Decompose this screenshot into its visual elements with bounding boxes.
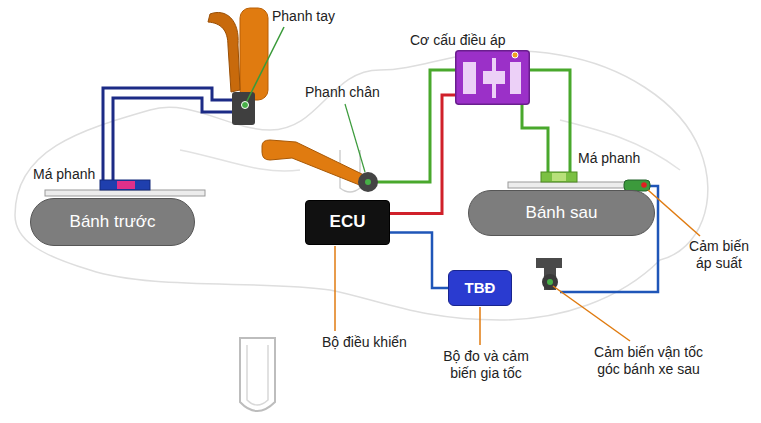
unit-heading: Cơ cấu điều áp xyxy=(410,32,530,49)
leader-line xyxy=(479,307,481,345)
brake-line xyxy=(103,88,232,180)
part-label: Cảm biến vận tốc góc bánh xe sau xyxy=(586,344,711,378)
brake-pad xyxy=(117,181,135,189)
brake-line xyxy=(113,98,232,180)
brake-pad xyxy=(552,173,566,181)
part-label: Cảm biến áp suất xyxy=(683,238,755,272)
modulator-part xyxy=(463,62,476,94)
pivot xyxy=(358,172,378,192)
hand-lever xyxy=(208,12,240,92)
part-label: Phanh chân xyxy=(305,84,380,101)
sensor-box: TBĐ xyxy=(448,270,512,306)
master-cylinder xyxy=(232,92,255,125)
foot-pedal xyxy=(262,140,366,186)
part-label: Bộ đo và cảm biến gia tốc xyxy=(430,348,542,382)
node-text: TBĐ xyxy=(465,279,496,297)
node-text: ECU xyxy=(330,212,366,232)
leader-dot xyxy=(641,182,647,188)
modulator-part xyxy=(510,62,521,94)
modulator-housing xyxy=(456,51,530,105)
part-label: Má phanh xyxy=(578,150,640,167)
part-label: Má phanh xyxy=(33,166,95,183)
signal-wire xyxy=(390,95,455,213)
node-text: Bánh trước xyxy=(70,212,156,232)
leader-line xyxy=(334,246,336,331)
leader-line xyxy=(246,27,284,103)
brake-line xyxy=(530,70,570,172)
modulator-body xyxy=(455,50,530,105)
part-label: Phanh tay xyxy=(272,8,335,25)
tube-outline xyxy=(247,345,268,405)
brake-line xyxy=(522,105,548,172)
tube-outline xyxy=(240,338,275,411)
wheel-pill: Bánh trước xyxy=(30,198,195,246)
leader-dot xyxy=(365,179,371,185)
modulator-part xyxy=(492,58,496,98)
bike-outline xyxy=(15,51,708,320)
leader-dot xyxy=(242,102,249,109)
speed-sensor xyxy=(536,258,562,290)
brake-disc xyxy=(508,182,640,188)
part-label: Bộ điều khiển xyxy=(322,334,407,351)
brake-pad xyxy=(541,172,577,182)
leader-line xyxy=(553,286,630,341)
node-text: Bánh sau xyxy=(526,203,598,223)
leader-line xyxy=(345,104,365,172)
modulator-unit: Cơ cấu điều áp xyxy=(410,32,530,105)
ecu-box: ECU xyxy=(305,200,390,245)
leader-dot xyxy=(547,279,553,285)
brake-disc xyxy=(45,190,205,196)
wheel-pill: Bánh sau xyxy=(468,190,655,236)
modulator-gear xyxy=(512,52,518,58)
modulator-drawing xyxy=(455,50,530,105)
brake-pad xyxy=(100,180,150,190)
leader-line xyxy=(648,190,700,236)
signal-wire xyxy=(390,232,448,288)
